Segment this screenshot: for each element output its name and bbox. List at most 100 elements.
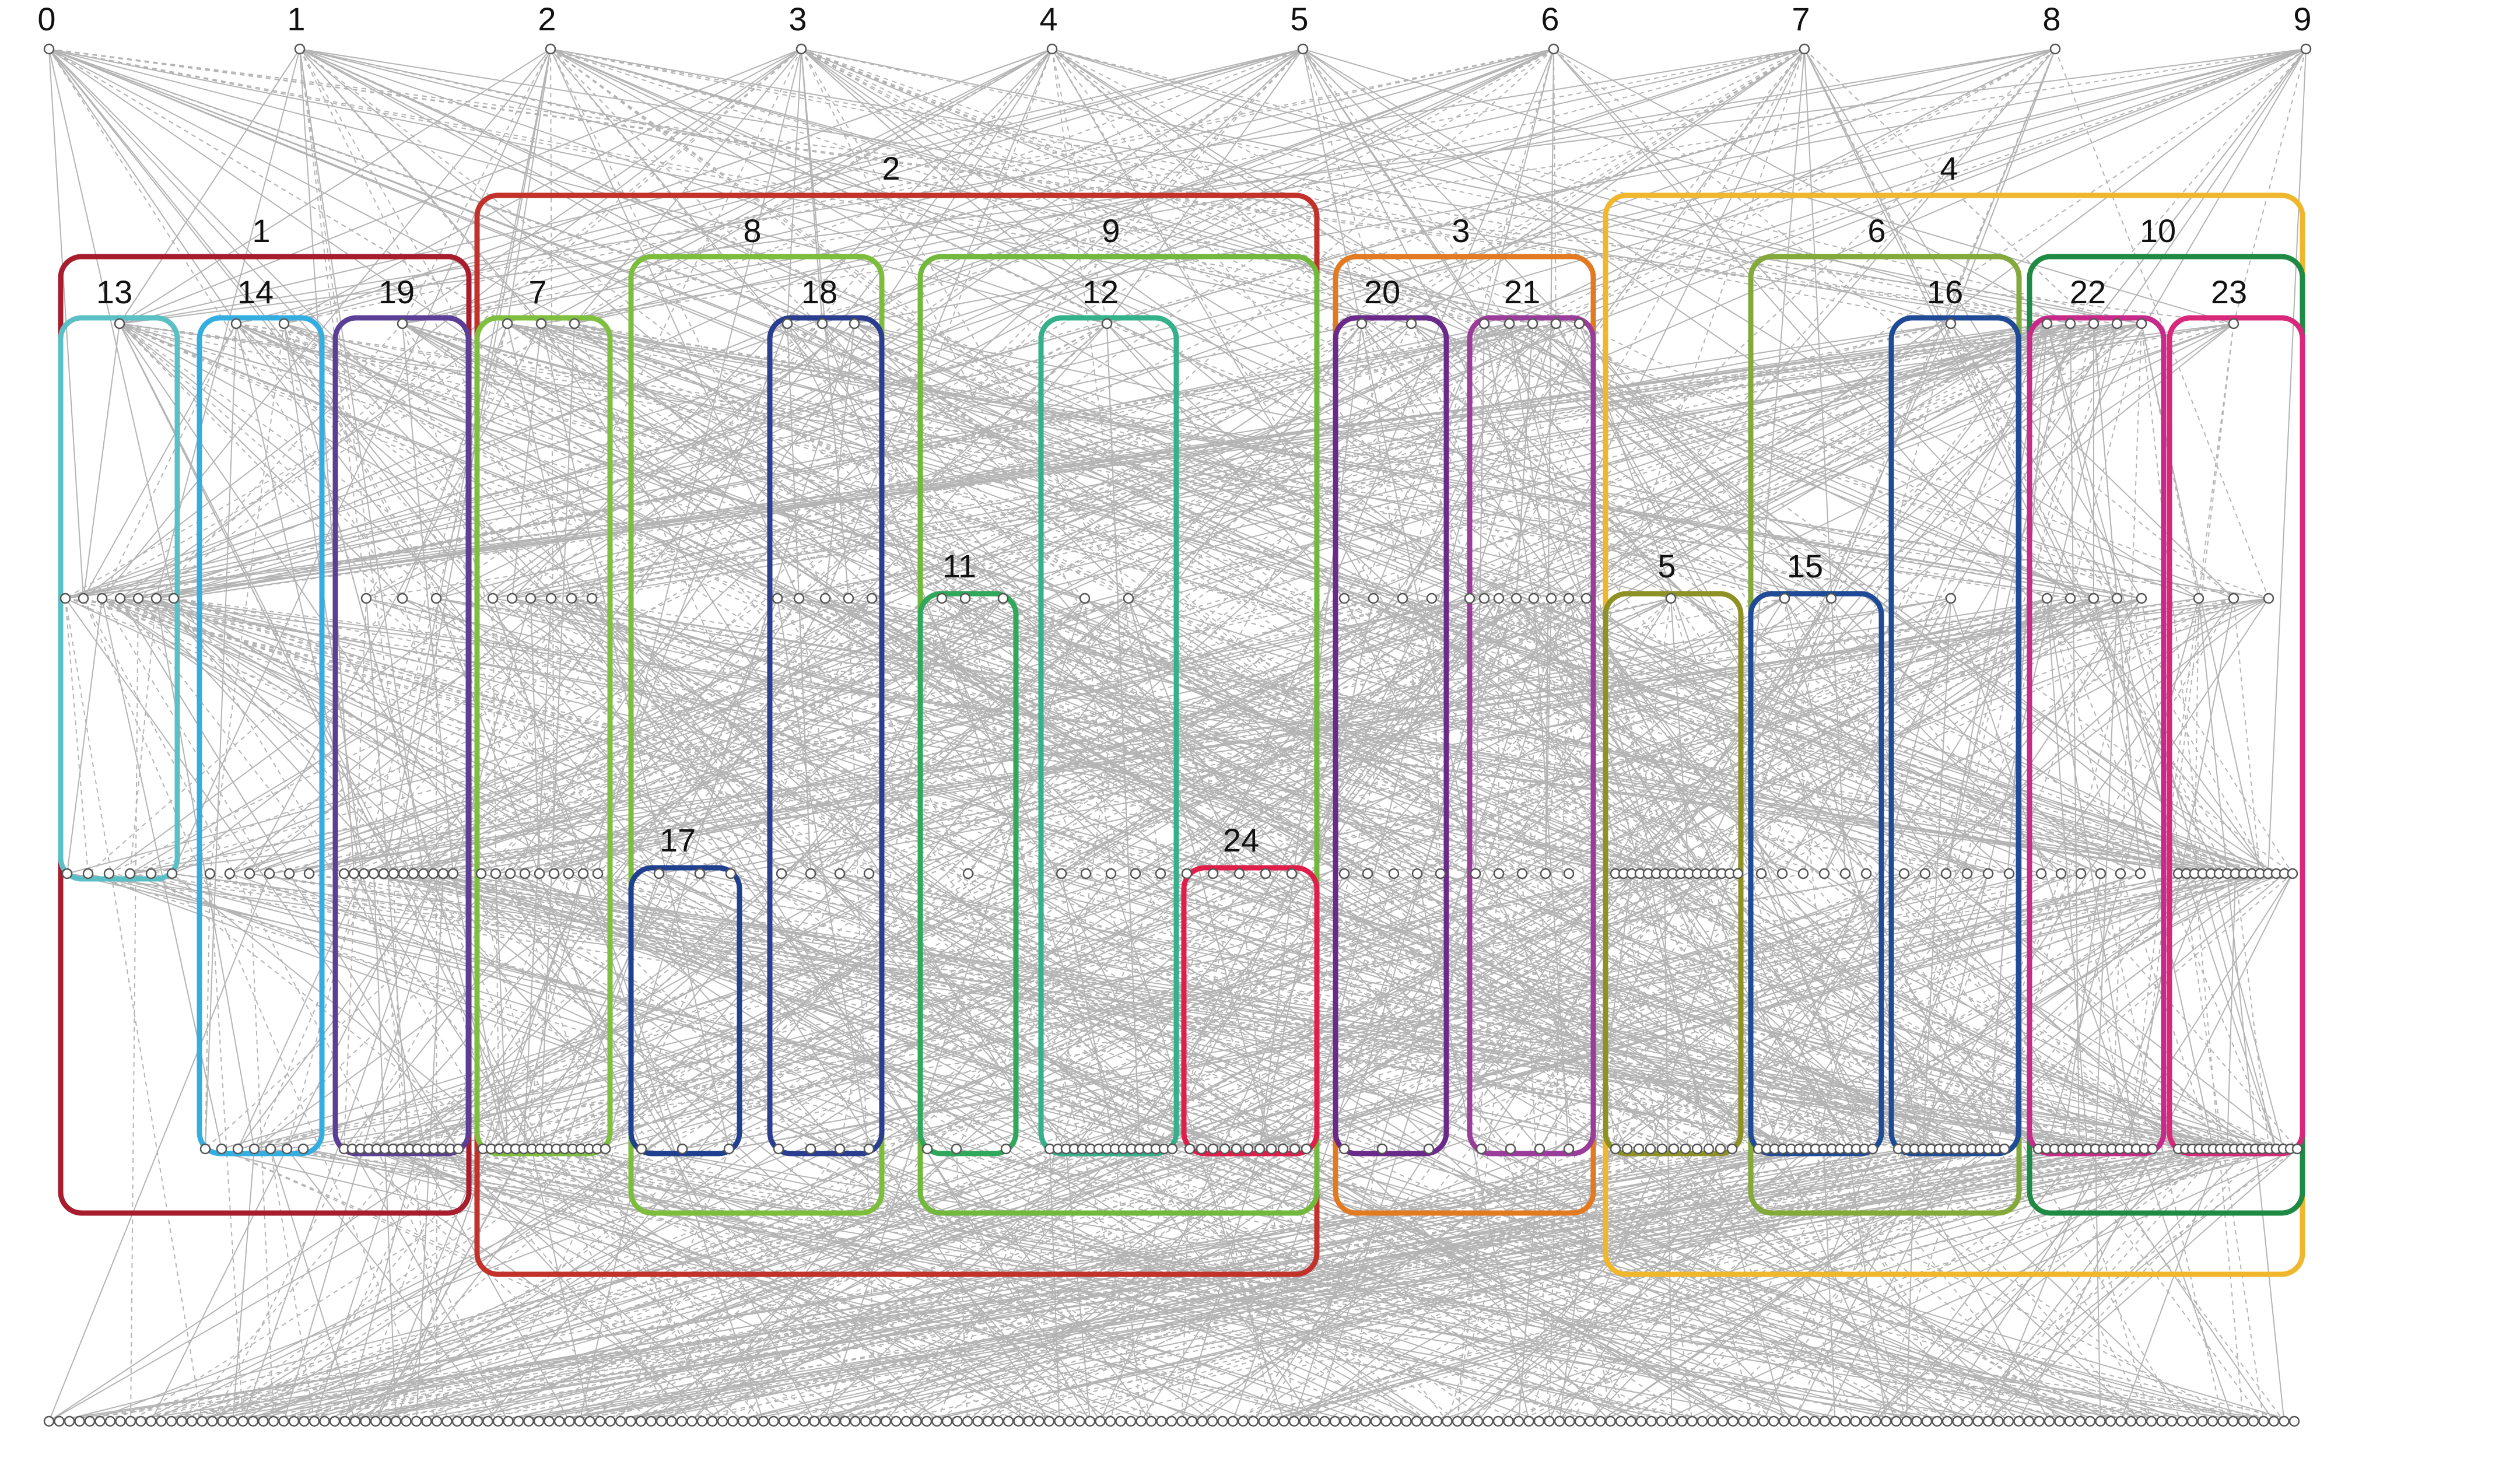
graph-node xyxy=(431,1415,443,1427)
graph-edge xyxy=(368,1148,1213,1422)
graph-edge xyxy=(1548,1148,1663,1422)
graph-edge xyxy=(1090,873,1624,1149)
graph-edge xyxy=(968,323,1362,874)
graph-node xyxy=(1411,868,1423,879)
graph-edge xyxy=(1123,1148,2070,1422)
graph-node xyxy=(1952,1415,1963,1427)
graph-node xyxy=(166,1415,177,1427)
graph-edge xyxy=(457,1148,1173,1422)
graph-node xyxy=(519,868,531,879)
graph-edge xyxy=(787,323,1762,874)
graph-node xyxy=(2228,318,2239,330)
graph-edge xyxy=(441,1148,1070,1422)
graph-edge xyxy=(375,1148,524,1422)
graph-node xyxy=(941,1415,953,1427)
graph-edge xyxy=(896,1148,1981,1422)
graph-edge xyxy=(254,873,374,1149)
graph-node xyxy=(1166,1143,1178,1155)
graph-edge xyxy=(283,48,1053,324)
graph-edge xyxy=(212,873,1086,1422)
graph-edge xyxy=(868,873,1067,1149)
graph-edge xyxy=(66,598,103,874)
graph-edge xyxy=(375,1148,483,1422)
graph-edge xyxy=(956,1148,968,1422)
graph-edge xyxy=(1615,598,2094,874)
graph-edge xyxy=(551,323,2094,599)
graph-edge xyxy=(48,48,2118,324)
graph-node xyxy=(921,1415,933,1427)
graph-node xyxy=(503,1415,514,1427)
graph-edge xyxy=(119,323,1825,874)
graph-edge xyxy=(270,1148,2009,1422)
graph-edge xyxy=(65,323,2094,599)
graph-node xyxy=(472,1415,483,1427)
graph-edge xyxy=(120,1148,2129,1422)
graph-edge xyxy=(507,1148,1100,1422)
graph-edge xyxy=(373,873,1519,1422)
graph-edge xyxy=(150,873,1266,1422)
graph-edge xyxy=(65,323,2234,599)
graph-edge xyxy=(161,1148,1059,1422)
graph-node xyxy=(2227,1415,2239,1427)
graph-edge xyxy=(334,1148,1663,1422)
graph-edge xyxy=(87,873,1165,1149)
graph-edge xyxy=(173,598,1394,874)
graph-node xyxy=(866,593,878,604)
graph-node xyxy=(936,593,948,604)
graph-node xyxy=(1732,868,1744,879)
graph-node xyxy=(1105,1415,1116,1427)
graph-node xyxy=(1656,1415,1667,1427)
graph-edge xyxy=(2116,598,2293,874)
graph-edge xyxy=(868,323,2048,874)
graph-edge xyxy=(798,323,1107,599)
graph-node xyxy=(1633,1143,1645,1155)
graph-edge xyxy=(1509,323,1832,599)
graph-edge xyxy=(1402,48,1554,599)
cluster-label-6: 6 xyxy=(1867,212,1885,249)
cluster-label-16: 16 xyxy=(1927,274,1963,310)
graph-edge xyxy=(83,323,237,599)
graph-edge xyxy=(1688,598,1951,874)
cluster-label-23: 23 xyxy=(2211,274,2247,310)
graph-node xyxy=(1376,1143,1388,1155)
graph-edge xyxy=(1804,48,2094,324)
graph-node xyxy=(829,1415,840,1427)
cluster-label-14: 14 xyxy=(237,274,274,310)
graph-edge xyxy=(1600,1148,1989,1422)
graph-node xyxy=(453,1143,464,1155)
graph-node xyxy=(2041,318,2053,330)
graph-edge xyxy=(212,1148,353,1422)
graph-edge xyxy=(344,1148,723,1422)
graph-edge xyxy=(1793,598,2118,1422)
graph-edge xyxy=(1212,1148,1274,1422)
graph-node xyxy=(1217,1415,1228,1427)
graph-edge xyxy=(1824,48,2307,874)
graph-node xyxy=(94,1415,106,1427)
graph-edge xyxy=(270,1148,315,1422)
graph-edge xyxy=(2267,48,2307,874)
graph-node xyxy=(206,1415,218,1427)
graph-edge xyxy=(1600,1148,2235,1422)
graph-edge xyxy=(1967,1148,2179,1422)
graph-edge xyxy=(1057,1148,2039,1422)
graph-node xyxy=(145,1415,157,1427)
graph-edge xyxy=(530,323,1557,599)
graph-edge xyxy=(1186,873,2207,1149)
cluster-label-2: 2 xyxy=(882,150,900,187)
graph-edge xyxy=(299,48,823,324)
graph-edge xyxy=(1201,598,2269,1422)
graph-node xyxy=(397,593,408,604)
graph-node xyxy=(788,1415,800,1427)
cluster-box-11 xyxy=(917,591,1019,1156)
graph-edge xyxy=(801,48,1485,599)
graph-node xyxy=(2075,868,2087,879)
graph-node xyxy=(1056,868,1067,879)
graph-edge xyxy=(854,48,1303,324)
graph-edge xyxy=(589,1148,928,1422)
graph-edge xyxy=(801,48,2071,324)
graph-edge xyxy=(443,873,1989,1149)
graph-edge xyxy=(1793,1148,1932,1422)
cluster-label-1: 1 xyxy=(252,212,270,249)
graph-edge xyxy=(2062,1148,2265,1422)
graph-node xyxy=(1972,1415,1983,1427)
